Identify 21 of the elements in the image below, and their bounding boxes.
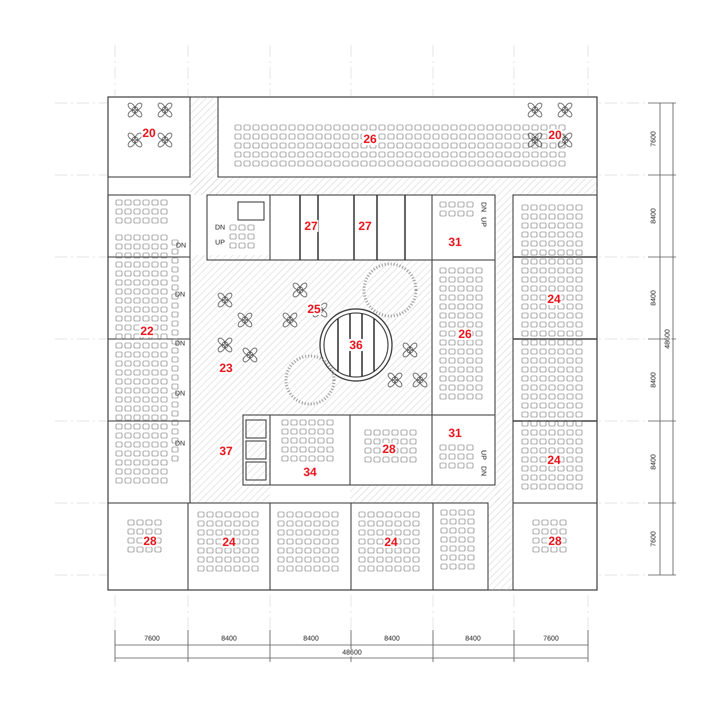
room-number: 31	[447, 236, 463, 248]
room-number: 34	[302, 466, 318, 478]
room-number: 25	[306, 303, 322, 315]
room-number: 23	[218, 362, 234, 374]
room-number: 28	[142, 535, 158, 547]
room-number: 24	[546, 293, 562, 305]
room-number: 28	[547, 535, 563, 547]
room-number: 24	[221, 536, 237, 548]
room-number: 20	[141, 127, 157, 139]
room-number: 36	[348, 339, 364, 351]
room-number: 28	[381, 443, 397, 455]
room-number: 27	[357, 220, 373, 232]
room-number: 24	[546, 454, 562, 466]
room-number: 37	[218, 445, 234, 457]
room-number: 24	[383, 536, 399, 548]
room-number: 20	[547, 129, 563, 141]
room-number: 22	[139, 325, 155, 337]
room-number: 26	[457, 328, 473, 340]
room-number: 31	[447, 427, 463, 439]
room-number: 27	[303, 220, 319, 232]
room-number: 26	[362, 133, 378, 145]
